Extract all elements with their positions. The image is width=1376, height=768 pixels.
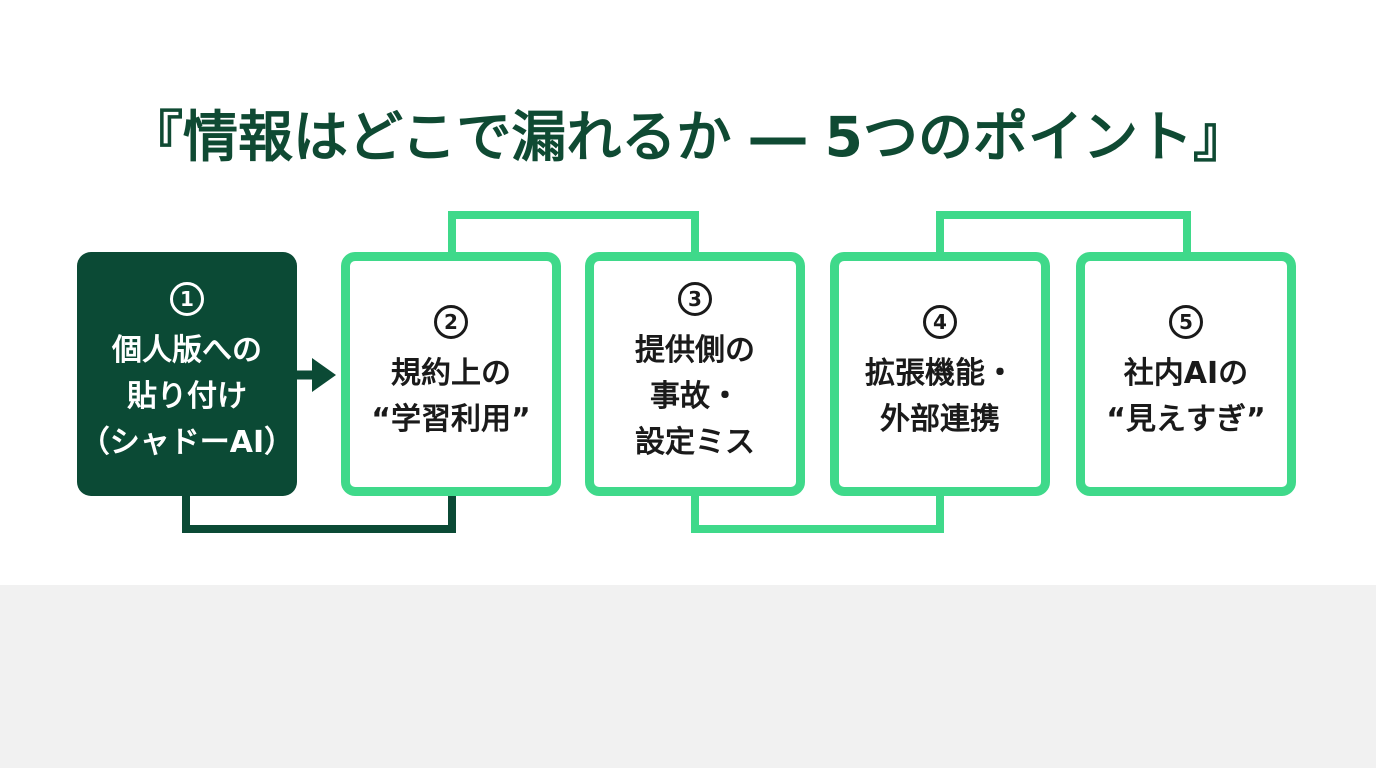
point-2-line-1: 規約上の [391,356,511,391]
point-box-2: 2 規約上の “学習利用” [341,252,561,496]
point-box-4: 4 拡張機能・ 外部連携 [830,252,1050,496]
footer-band [0,585,1376,768]
point-box-3: 3 提供側の 事故・ 設定ミス [585,252,805,496]
point-1-line-1: 個人版への [111,333,262,368]
point-3-line-2: 事故・ [650,379,740,414]
point-1-line-3: （シャドーAI） [79,425,295,460]
connector-1-2-bottom [182,496,456,533]
point-4-line-1: 拡張機能・ [865,356,1015,391]
page-title: 『情報はどこで漏れるか ― 5つのポイント』 [128,105,1248,169]
point-5-line-2: “見えすぎ” [1106,402,1266,437]
connector-3-4-bottom [691,496,944,533]
connector-4-5-top [936,211,1191,252]
point-1-line-2: 貼り付け [126,379,247,414]
point-2-line-2: “学習利用” [371,402,531,437]
point-4-line-2: 外部連携 [880,402,1000,437]
arrow-1-2-head [312,358,336,392]
point-number-1: 1 [170,282,204,316]
point-5-line-1: 社内AIの [1123,356,1249,391]
point-3-line-1: 提供側の [635,333,755,368]
point-3-line-3: 設定ミス [635,425,755,460]
point-number-3: 3 [678,282,712,316]
point-box-1: 1 個人版への 貼り付け （シャドーAI） [77,252,297,496]
connector-2-3-top [448,211,699,252]
point-number-4: 4 [923,305,957,339]
point-box-5: 5 社内AIの “見えすぎ” [1076,252,1296,496]
point-number-5: 5 [1169,305,1203,339]
point-number-2: 2 [434,305,468,339]
